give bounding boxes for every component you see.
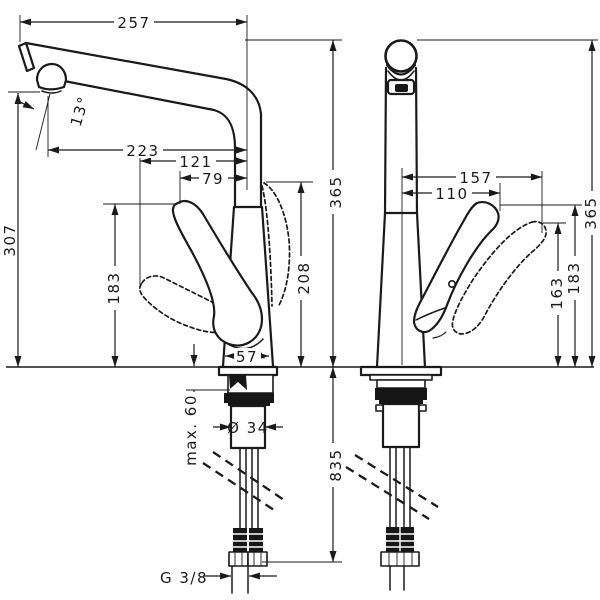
dim-110: 110	[435, 185, 468, 203]
handle-base-line	[415, 307, 446, 321]
mounting-nut-thread	[228, 403, 270, 406]
spout-head	[384, 39, 418, 73]
dim-835: 835	[327, 448, 345, 481]
shank-tab	[375, 404, 384, 412]
mounting-nut	[224, 393, 274, 403]
hose-connectors	[228, 528, 268, 594]
aerator-slot	[395, 84, 408, 92]
shank	[381, 402, 421, 449]
dim-365-left: 365	[327, 175, 345, 208]
body-right-edge	[415, 211, 427, 369]
mounting-nut	[375, 388, 427, 400]
dim-g38: G 3/8	[160, 569, 208, 587]
handle-solid	[171, 199, 264, 347]
base-flange	[359, 365, 443, 377]
dim-79: 79	[202, 170, 224, 188]
body-right-edge	[260, 205, 275, 368]
dim-163: 163	[548, 276, 566, 309]
supply-hoses	[389, 446, 411, 528]
left-view	[17, 41, 291, 594]
mounting-nut-thread	[379, 400, 423, 404]
dim-dia-34: Ø 34	[227, 419, 269, 437]
dim-365-right: 365	[582, 196, 600, 229]
handle-dashed-up-outer	[263, 182, 291, 308]
handle-dashed-open	[451, 220, 547, 335]
column-right-edge	[414, 66, 419, 215]
break-mark	[212, 451, 288, 503]
anti-rotation-tab	[229, 375, 247, 390]
column-left-edge	[383, 66, 388, 215]
aerator-face	[41, 90, 62, 94]
dim-157: 157	[459, 169, 492, 187]
aerator-ring	[39, 86, 64, 91]
dim-121: 121	[179, 153, 212, 171]
handle-solid	[412, 201, 500, 334]
body-left-edge	[375, 211, 387, 369]
aerator	[35, 62, 68, 91]
dim-max-60: max. 60	[182, 394, 200, 466]
right-view	[345, 39, 547, 591]
clamp-collar	[376, 379, 426, 389]
extension-lines	[8, 15, 598, 563]
base-flange	[217, 365, 279, 377]
handle-set-screw	[447, 279, 456, 288]
dim-307: 307	[1, 223, 19, 256]
dim-183-right: 183	[565, 261, 583, 294]
dim-57: 57	[236, 348, 258, 366]
supply-hoses	[239, 447, 259, 529]
head-crescent	[385, 63, 417, 76]
shank-tab	[418, 404, 427, 412]
break-mark	[354, 454, 439, 508]
dim-208: 208	[295, 261, 313, 294]
hose-connectors	[380, 527, 420, 591]
dim-183-left: 183	[105, 271, 123, 304]
break-mark	[345, 466, 430, 520]
spout-tip-face	[17, 41, 36, 73]
handle-dashed-up-inner	[261, 185, 273, 307]
dimension-labels: 257 13° 223 121 79 307 183 208 365 835	[1, 14, 600, 587]
dim-223: 223	[126, 142, 159, 160]
dim-13deg: 13°	[67, 94, 93, 129]
dim-257: 257	[117, 14, 150, 32]
spout-top-edge	[24, 41, 263, 209]
dim-arrow-angle	[17, 100, 35, 110]
